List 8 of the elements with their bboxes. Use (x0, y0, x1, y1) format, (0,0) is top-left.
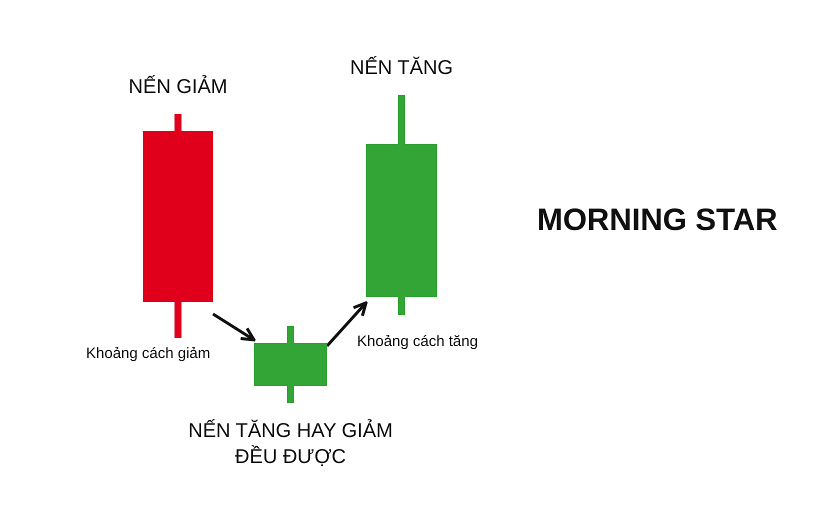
candle-heading: NẾN TĂNG HAY GIẢM ĐỀU ĐƯỢC (187, 418, 394, 470)
arrow (212, 312, 256, 342)
diagram-title: MORNING STAR (537, 202, 778, 238)
candle-heading: NẾN GIẢM (128, 74, 228, 100)
arrow (326, 301, 368, 348)
edge-label: Khoảng cách giảm (86, 345, 210, 362)
candle-heading: NẾN TĂNG (349, 55, 454, 81)
edge-label: Khoảng cách tăng (357, 333, 478, 350)
